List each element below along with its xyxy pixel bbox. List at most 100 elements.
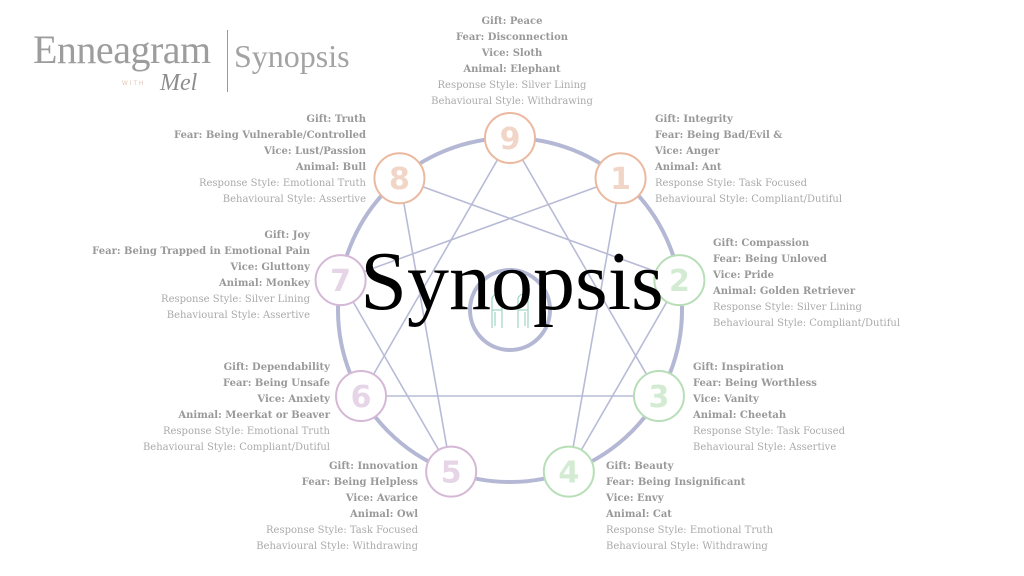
line-7-1 [340,177,621,281]
type-5-animal: Animal: Owl [350,509,418,520]
type-4-fear: Fear: Being Insignificant [606,477,746,488]
line-1-4 [568,178,622,472]
type-2-gift: Gift: Compassion [713,238,810,249]
type-5-number: 5 [441,456,462,491]
type-5-gift: Gift: Innovation [329,461,418,472]
type-3-gift: Gift: Inspiration [693,362,784,373]
type-6-response: Response Style: Emotional Truth [162,426,330,437]
logo-enneagram: Enneagram [33,27,211,72]
line-2-8 [399,177,680,281]
type-6-number: 6 [351,380,372,415]
type-6-behaviour: Behavioural Style: Compliant/Dutiful [142,442,330,453]
type-5-response: Response Style: Task Focused [266,525,418,536]
type-3-animal: Animal: Cheetah [693,410,787,421]
type-1-vice: Vice: Anger [655,146,720,157]
type-3-vice: Vice: Vanity [693,394,759,405]
type-6-fear: Fear: Being Unsafe [223,378,330,389]
type-4-gift: Gift: Beauty [606,461,674,472]
type-7-gift: Gift: Joy [264,230,310,241]
type-5-vice: Vice: Avarice [345,493,418,504]
type-3-response: Response Style: Task Focused [693,426,845,437]
type-1-node [594,152,647,205]
type-8-response: Response Style: Emotional Truth [198,178,366,189]
type-nodes: 1 2 3 4 5 6 7 8 9 [314,112,706,498]
type-1-response: Response Style: Task Focused [655,178,807,189]
type-7-animal: Animal: Monkey [219,278,310,289]
type-5-fear: Fear: Being Helpless [301,477,418,488]
inner-circle [468,268,552,352]
type-7-number: 7 [330,264,351,299]
type-6-vice: Vice: Anxiety [257,394,330,405]
line-8-5 [398,178,452,472]
logo-signature: Mel [160,70,198,96]
type-2-vice: Vice: Pride [713,270,774,281]
line-4-2 [568,279,681,473]
line-6-9 [360,137,511,397]
type-7-fear: Fear: Being Trapped in Emotional Pain [92,246,310,257]
type-9-fear: Fear: Disconnection [455,32,569,43]
type-3-behaviour: Behavioural Style: Assertive [693,442,837,453]
type-4-vice: Vice: Envy [606,493,664,504]
logo-with: WITH [122,81,146,87]
logo-subtitle: Synopsis [234,38,350,74]
page-title-container: Synopsis [0,232,1024,332]
type-9-node [484,112,536,164]
type-4-response: Response Style: Emotional Truth [606,525,774,536]
type-4-node [542,445,595,498]
type-4-number: 4 [558,456,579,491]
type-2-node [653,254,706,307]
type-1-behaviour: Behavioural Style: Compliant/Dutiful [655,194,843,205]
type-2-behaviour: Behavioural Style: Compliant/Dutiful [713,318,901,329]
chairs-icon [491,293,529,328]
type-9-gift: Gift: Peace [481,16,543,27]
type-8-number: 8 [389,162,410,197]
type-4-behaviour: Behavioural Style: Withdrawing [606,541,768,552]
type-1-animal: Animal: Ant [655,162,722,173]
type-1-gift: Gift: Integrity [655,114,733,125]
type-8-vice: Vice: Lust/Passion [264,146,366,157]
type-7-vice: Vice: Gluttony [230,262,310,273]
type-1-number: 1 [610,162,631,197]
type-5-node [425,445,478,498]
type-8-gift: Gift: Truth [306,114,366,125]
type-8-behaviour: Behavioural Style: Assertive [222,194,366,205]
type-6-animal: Animal: Meerkat or Beaver [178,410,330,421]
type-7-response: Response Style: Silver Lining [161,294,310,305]
type-2-fear: Fear: Being Unloved [713,254,827,265]
type-6-node [335,370,388,422]
type-5-behaviour: Behavioural Style: Withdrawing [256,541,418,552]
line-9-3 [509,137,660,397]
type-3-node [632,370,685,422]
type-8-animal: Animal: Bull [295,162,366,173]
type-2-response: Response Style: Silver Lining [713,302,862,313]
type-9-response: Response Style: Silver Lining [437,80,587,91]
type-8-fear: Fear: Being Vulnerable/Controlled [174,130,366,141]
type-9-behaviour: Behavioural Style: Withdrawing [431,96,593,107]
type-2-number: 2 [669,264,690,299]
type-9-vice: Vice: Sloth [481,48,543,59]
type-3-fear: Fear: Being Worthless [693,378,817,389]
page-title: Synopsis [360,235,664,328]
type-6-gift: Gift: Dependability [223,362,330,373]
type-7-node [314,254,367,307]
type-4-animal: Animal: Cat [606,509,672,520]
type-1-fear: Fear: Being Bad/Evil & [655,130,783,141]
type-3-number: 3 [649,380,670,415]
line-5-7 [339,279,452,473]
type-7-behaviour: Behavioural Style: Assertive [166,310,310,321]
connecting-lines [339,137,681,473]
type-8-node [373,152,426,205]
logo-divider [227,30,228,92]
type-9-animal: Animal: Elephant [463,64,561,75]
type-9-number: 9 [500,122,521,157]
type-2-animal: Animal: Golden Retriever [713,286,856,297]
